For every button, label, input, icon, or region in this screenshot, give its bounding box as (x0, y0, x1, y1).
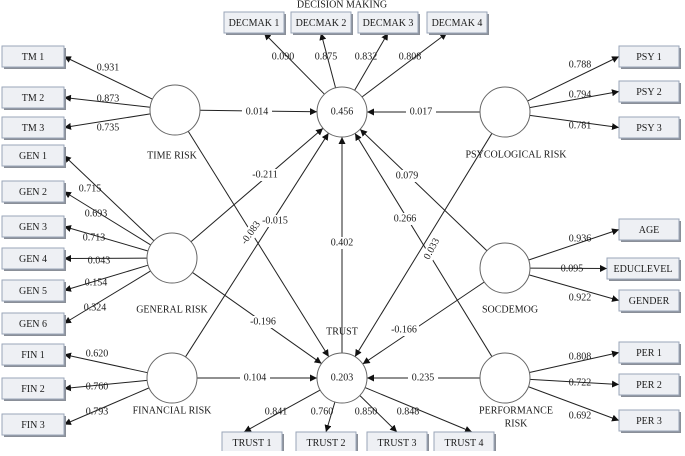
indicator-label-dec3: DECMAK 3 (363, 18, 414, 29)
loading-arrow-gen6 (64, 271, 151, 324)
path-arrow-soc-trust (363, 282, 485, 364)
construct-label-soc: SOCDEMOG (482, 305, 538, 316)
path-coef-trust_decision: 0.402 (331, 238, 354, 249)
indicator-label-edu: EDUCLEVEL (614, 264, 673, 275)
construct-time (150, 85, 200, 135)
path-coef-financial_decision: -0.015 (262, 216, 288, 227)
path-coef-general_decision: -0.211 (252, 170, 277, 181)
loading-value-fin3: 0.793 (86, 407, 109, 418)
indicator-label-psy2: PSY 2 (636, 87, 661, 98)
loading-value-psy3: 0.781 (569, 121, 592, 132)
indicator-label-gen6: GEN 6 (19, 319, 47, 330)
indicator-label-psy1: PSY 1 (636, 52, 661, 63)
loading-value-per2: 0.722 (569, 378, 592, 389)
loading-value-gen1: 0.715 (79, 184, 102, 195)
path-coef-psy_decision: 0.017 (410, 107, 433, 118)
loading-value-psy2: 0.794 (569, 90, 592, 101)
loading-value-gender: 0.922 (569, 293, 592, 304)
indicator-label-dec4: DECMAK 4 (432, 18, 483, 29)
loading-value-dec4: 0.808 (399, 52, 422, 63)
construct-label-time: TIME RISK (147, 151, 198, 162)
indicator-label-gender: GENDER (629, 296, 670, 307)
loading-value-gen4: 0.043 (88, 256, 111, 267)
construct-psy (480, 87, 530, 137)
loading-value-trust2: 0.760 (311, 407, 334, 418)
loading-value-tm3: 0.735 (97, 123, 120, 134)
indicator-label-psy3: PSY 3 (636, 123, 661, 134)
path-coef-perf_decision: 0.266 (394, 214, 417, 225)
loading-value-trust3: 0.850 (355, 407, 378, 418)
indicator-label-dec1: DECMAK 1 (229, 18, 280, 29)
loading-value-edu: 0.095 (561, 264, 584, 275)
loading-value-dec1: 0.090 (272, 52, 295, 63)
loading-arrow-gen2 (64, 192, 151, 245)
indicator-label-fin3: FIN 3 (21, 420, 45, 431)
construct-label-general: GENERAL RISK (136, 305, 208, 316)
loading-value-tm2: 0.873 (97, 94, 120, 105)
loading-value-fin2: 0.760 (86, 382, 109, 393)
loading-value-per1: 0.808 (569, 352, 592, 363)
loading-value-gen5: 0.154 (85, 278, 108, 289)
loading-arrow-gen3 (64, 227, 148, 252)
construct-financial (147, 353, 197, 403)
construct-label-decision: DECISION MAKING (297, 0, 387, 11)
indicator-label-gen5: GEN 5 (19, 286, 47, 297)
path-arrow-soc-decision (360, 129, 487, 250)
loading-value-dec3: 0.832 (355, 52, 378, 63)
indicator-label-tm1: TM 1 (22, 52, 45, 63)
path-coef-time_decision: 0.014 (246, 107, 269, 118)
indicator-label-age: AGE (639, 225, 660, 236)
loading-value-tm1: 0.931 (97, 63, 120, 74)
construct-perf (480, 353, 530, 403)
indicator-label-per3: PER 3 (636, 416, 662, 427)
construct-label-financial: FINANCIAL RISK (133, 406, 213, 417)
indicator-label-fin2: FIN 2 (21, 384, 45, 395)
indicator-label-per2: PER 2 (636, 380, 662, 391)
loading-value-gen6: 0.324 (84, 303, 107, 314)
indicator-label-dec2: DECMAK 2 (296, 18, 347, 29)
loading-arrow-dec4 (362, 33, 447, 97)
construct-r2-decision: 0.456 (331, 107, 354, 118)
path-coef-general_trust: -0.196 (250, 317, 276, 328)
indicator-label-tm3: TM 3 (22, 123, 45, 134)
indicator-label-trust1: TRUST 1 (233, 438, 272, 449)
indicator-label-trust2: TRUST 2 (307, 438, 346, 449)
construct-label-perf: PERFORMANCE (479, 406, 553, 417)
construct-soc (480, 243, 530, 293)
loading-value-per3: 0.692 (569, 411, 592, 422)
indicator-label-fin1: FIN 1 (21, 350, 45, 361)
path-coef-soc_decision: 0.079 (396, 171, 419, 182)
indicator-label-gen1: GEN 1 (19, 151, 47, 162)
path-coef-financial_trust: 0.104 (244, 373, 267, 384)
loading-value-trust1: 0.841 (265, 407, 288, 418)
indicator-label-gen2: GEN 2 (19, 187, 47, 198)
indicator-label-gen4: GEN 4 (19, 254, 47, 265)
indicator-label-tm2: TM 2 (22, 93, 45, 104)
indicator-label-per1: PER 1 (636, 348, 662, 359)
path-coef-psy_trust: 0.033 (422, 236, 442, 261)
indicator-label-trust3: TRUST 3 (378, 438, 417, 449)
indicator-label-trust4: TRUST 4 (445, 438, 484, 449)
construct-label-perf-2: RISK (505, 419, 529, 430)
loading-arrow-gen1 (64, 156, 154, 241)
loading-arrow-dec1 (264, 33, 324, 94)
loading-value-gen3: 0.713 (83, 233, 106, 244)
construct-general (147, 233, 197, 283)
loading-value-fin1: 0.620 (86, 349, 109, 360)
indicator-label-gen3: GEN 3 (19, 222, 47, 233)
construct-label-psy: PSYCOLOGICAL RISK (465, 150, 567, 161)
path-coef-perf_trust: 0.235 (412, 373, 435, 384)
loading-value-gen2: 0.693 (85, 209, 108, 220)
loading-value-psy1: 0.788 (569, 60, 592, 71)
loading-value-dec2: 0.875 (315, 52, 338, 63)
path-coef-soc_trust: -0.166 (391, 325, 417, 336)
loading-value-age: 0.936 (569, 234, 592, 245)
loading-value-trust4: 0.848 (397, 407, 420, 418)
latent-constructs: TIME RISK GENERAL RISK FINANCIAL RISK 0.456… (133, 0, 568, 430)
construct-label-trust: TRUST (326, 327, 358, 338)
construct-r2-trust: 0.203 (331, 373, 354, 384)
